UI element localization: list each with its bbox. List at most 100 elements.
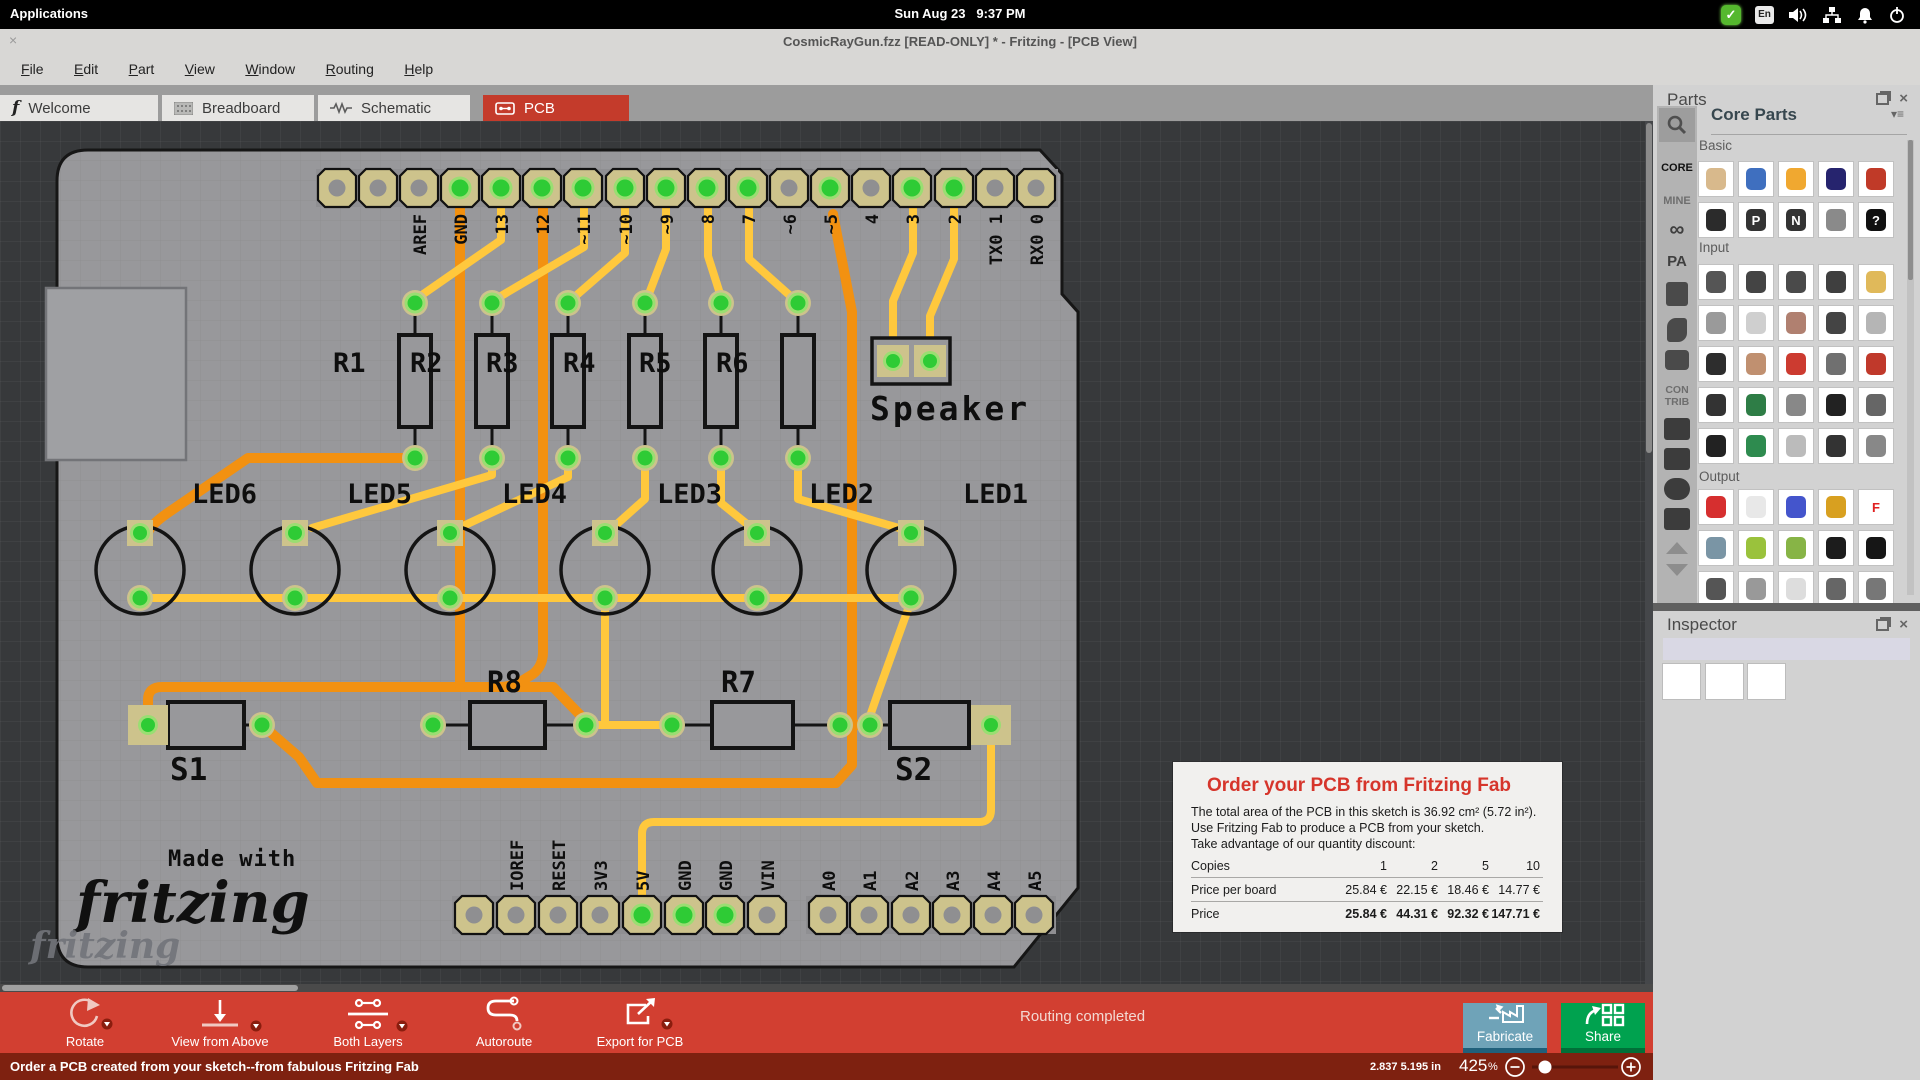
pad-hole[interactable] [862,717,878,733]
autoroute-button[interactable]: Autoroute [444,996,564,1050]
part-diode[interactable] [1699,203,1733,237]
copper-trace-yellow[interactable] [926,204,958,345]
updates-check-icon[interactable]: ✓ [1721,4,1741,25]
pad-hole[interactable] [425,717,441,733]
pad-hole[interactable] [758,906,776,924]
part-ceramic-capacitor[interactable] [1739,162,1773,196]
pad-hole[interactable] [288,526,302,540]
pad-hole[interactable] [986,179,1004,197]
resistor-body-R3[interactable] [550,333,586,429]
pad-hole[interactable] [819,906,837,924]
menu-file[interactable]: File [21,61,44,77]
bin-core[interactable]: CORE [1661,162,1693,174]
pad-hole[interactable] [860,906,878,924]
part-flex-sensor[interactable] [1739,347,1773,381]
pad-hole[interactable] [484,450,500,466]
pad-hole[interactable] [633,906,651,924]
part-rotary-encoder[interactable] [1859,265,1893,299]
switch-body-S2[interactable] [888,700,971,750]
part-resistor[interactable] [1699,162,1733,196]
tab-schematic[interactable]: Schematic [318,95,470,121]
fabricate-button[interactable]: Fabricate [1463,1003,1547,1054]
close-panel-icon[interactable]: × [1899,90,1908,107]
pad-hole[interactable] [790,295,806,311]
pad-hole[interactable] [750,526,764,540]
pad-hole[interactable] [657,179,675,197]
export-for-pcb-button[interactable]: Export for PCB [580,996,700,1050]
view-from-above-button[interactable]: View from Above [160,996,280,1050]
pad-hole[interactable] [133,526,147,540]
pad-hole[interactable] [287,590,303,606]
window-close-icon[interactable]: × [9,32,18,48]
pad-hole[interactable] [790,450,806,466]
pad-hole[interactable] [902,906,920,924]
part-module-gray[interactable] [1859,429,1893,463]
pad-hole[interactable] [560,295,576,311]
rail-scroll-down-icon[interactable] [1666,564,1688,576]
zoom-level[interactable]: 425 [1459,1056,1488,1075]
pad-hole[interactable] [862,179,880,197]
search-parts-button[interactable] [1659,108,1695,142]
copper-trace-yellow[interactable] [492,204,588,303]
pad-hole[interactable] [886,354,900,368]
part-transistor-npn[interactable]: N [1779,203,1813,237]
share-button[interactable]: Share [1561,1003,1645,1054]
pad-hole[interactable] [1025,906,1043,924]
pad-hole[interactable] [578,717,594,733]
network-icon[interactable] [1822,6,1842,24]
parts-scrollbar-handle[interactable] [1908,140,1913,280]
part-tilt-sensor[interactable] [1859,306,1893,340]
copper-trace-yellow[interactable] [717,456,751,528]
part-loudspeaker[interactable] [1859,531,1893,565]
copper-trace-yellow[interactable] [704,204,726,304]
pad-hole[interactable] [821,179,839,197]
part-transistor-pnp[interactable]: P [1739,203,1773,237]
menu-part[interactable]: Part [128,61,155,77]
part-stepper-motor[interactable] [1859,572,1893,603]
pad-hole[interactable] [369,179,387,197]
pad-hole[interactable] [328,179,346,197]
pad-hole[interactable] [410,179,428,197]
menu-window[interactable]: Window [245,61,296,77]
menu-view[interactable]: View [184,61,215,77]
bin-parallax-icon[interactable]: PA [1667,253,1687,270]
part-imu-breakout[interactable] [1859,347,1893,381]
bin-vendor-icon[interactable] [1666,282,1688,306]
resistor-body-R5[interactable] [703,333,739,429]
pad-hole[interactable] [451,179,469,197]
float-panel-icon[interactable] [1876,619,1890,631]
pad-hole[interactable] [1027,179,1045,197]
volume-icon[interactable] [1788,6,1808,24]
part-mystery-part[interactable]: ? [1859,203,1893,237]
pad-hole[interactable] [574,179,592,197]
inspector-preview-schematic[interactable] [1706,664,1743,699]
pad-hole[interactable] [442,590,458,606]
pad-hole[interactable] [407,450,423,466]
resistor-body-R1[interactable] [397,333,433,429]
part-lcd-graphic[interactable] [1779,531,1813,565]
pad-hole[interactable] [616,179,634,197]
pad-hole[interactable] [903,179,921,197]
pad-hole[interactable] [560,450,576,466]
inspector-preview-pcb[interactable] [1748,664,1785,699]
part-rotary-pot[interactable] [1739,265,1773,299]
copper-trace-yellow[interactable] [643,204,670,303]
pad-hole[interactable] [598,526,612,540]
copper-trace-yellow[interactable] [745,204,800,305]
copper-trace-orange[interactable] [257,209,857,788]
switch-body-S1[interactable] [166,700,246,750]
pad-hole[interactable] [443,526,457,540]
resistor-body-R2[interactable] [474,333,510,429]
pad-hole[interactable] [664,717,680,733]
part-led-red[interactable] [1699,490,1733,524]
pad-hole[interactable] [984,906,1002,924]
pad-hole[interactable] [549,906,567,924]
part-inductor[interactable] [1859,162,1893,196]
part-electrolytic-capacitor[interactable] [1819,162,1853,196]
part-toggle-switch[interactable] [1819,306,1853,340]
part-force-sensor[interactable] [1699,347,1733,381]
inspector-preview-breadboard[interactable] [1663,664,1700,699]
pad-hole[interactable] [904,526,918,540]
